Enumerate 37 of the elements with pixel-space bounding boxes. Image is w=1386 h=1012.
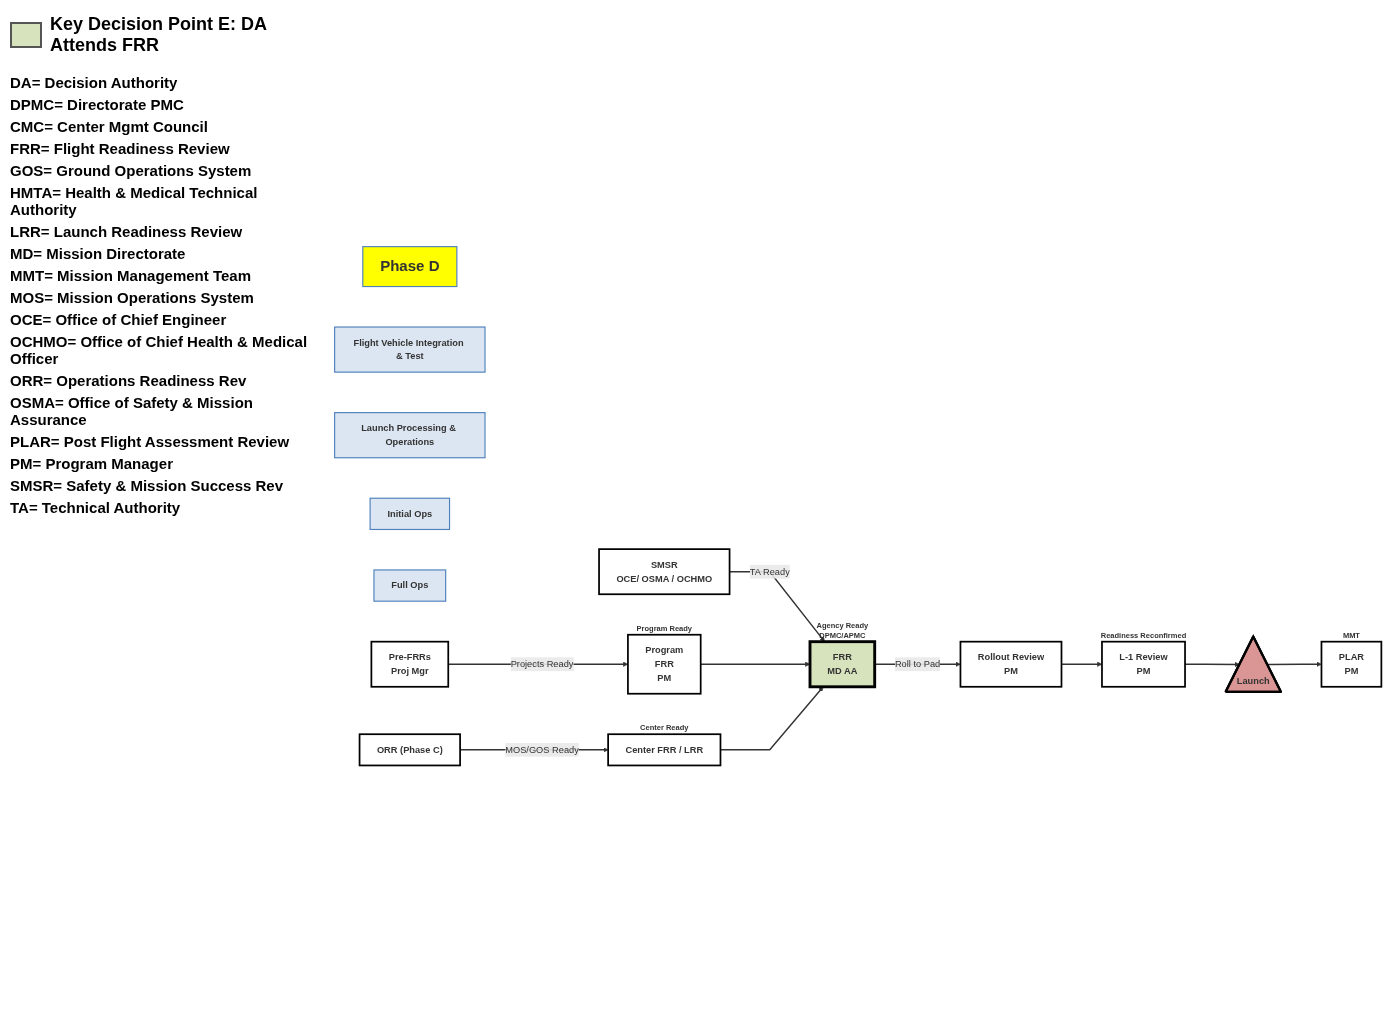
abbreviation-note: GOS= Ground Operations System [10, 162, 253, 179]
node-box: SMSR OCE/ OSMA / OCHMO [598, 548, 731, 596]
node-box: Initial Ops [369, 497, 451, 530]
node-box: Launch Processing & Operations [334, 412, 486, 459]
node-box: Full Ops [373, 569, 447, 602]
abbreviation-note: CMC= Center Mgmt Council [10, 118, 209, 135]
abbreviation-note: OSMA= Office of Safety & Mission Assurance [10, 394, 254, 428]
edge-label: MOS/GOS Ready [505, 744, 579, 755]
abbreviation-note: ORR= Operations Readiness Rev [10, 372, 248, 389]
abbreviation-note: MOS= Mission Operations System [10, 289, 255, 306]
abbreviation-note: MMT= Mission Management Team [10, 267, 252, 284]
node-box: Pre-FRRs Proj Mgr [370, 640, 450, 688]
abbreviation-note: PLAR= Post Flight Assessment Review [10, 433, 291, 450]
node-box: ORR (Phase C) [358, 733, 461, 767]
node-box: Flight Vehicle Integration & Test [334, 326, 486, 373]
abbreviation-note: SMSR= Safety & Mission Success Rev [10, 477, 285, 494]
node-box: Phase D [362, 246, 458, 288]
edge-label: Roll to Pad [894, 658, 941, 669]
abbreviation-note: HMTA= Health & Medical Technical Authority [10, 184, 259, 218]
node-box: PLAR PM [1320, 640, 1383, 688]
abbreviation-note: FRR= Flight Readiness Review [10, 140, 231, 157]
abbreviation-note: PM= Program Manager [10, 455, 174, 472]
edge-label: TA Ready [749, 566, 790, 577]
abbreviation-note: OCE= Office of Chief Engineer [10, 311, 228, 328]
edge-label: Projects Ready [510, 658, 574, 669]
abbreviation-note: DPMC= Directorate PMC [10, 96, 185, 113]
abbreviation-note: DA= Decision Authority [10, 74, 179, 91]
node-box: L-1 Review PM [1101, 640, 1186, 688]
node-box: Rollout Review PM [959, 640, 1063, 688]
node-box: FRR MD AA [808, 640, 877, 689]
abbreviation-note: LRR= Launch Readiness Review [10, 223, 244, 240]
abbreviation-note: TA= Technical Authority [10, 499, 182, 516]
abbreviation-note: OCHMO= Office of Chief Health & Medical Officer [10, 333, 309, 367]
node-box: Center FRR / LRR [607, 733, 722, 767]
node-box: Program FRR PM [627, 633, 702, 695]
legend-text: Key Decision Point E: DA Attends FRR [50, 14, 268, 56]
abbreviation-note: MD= Mission Directorate [10, 245, 187, 262]
